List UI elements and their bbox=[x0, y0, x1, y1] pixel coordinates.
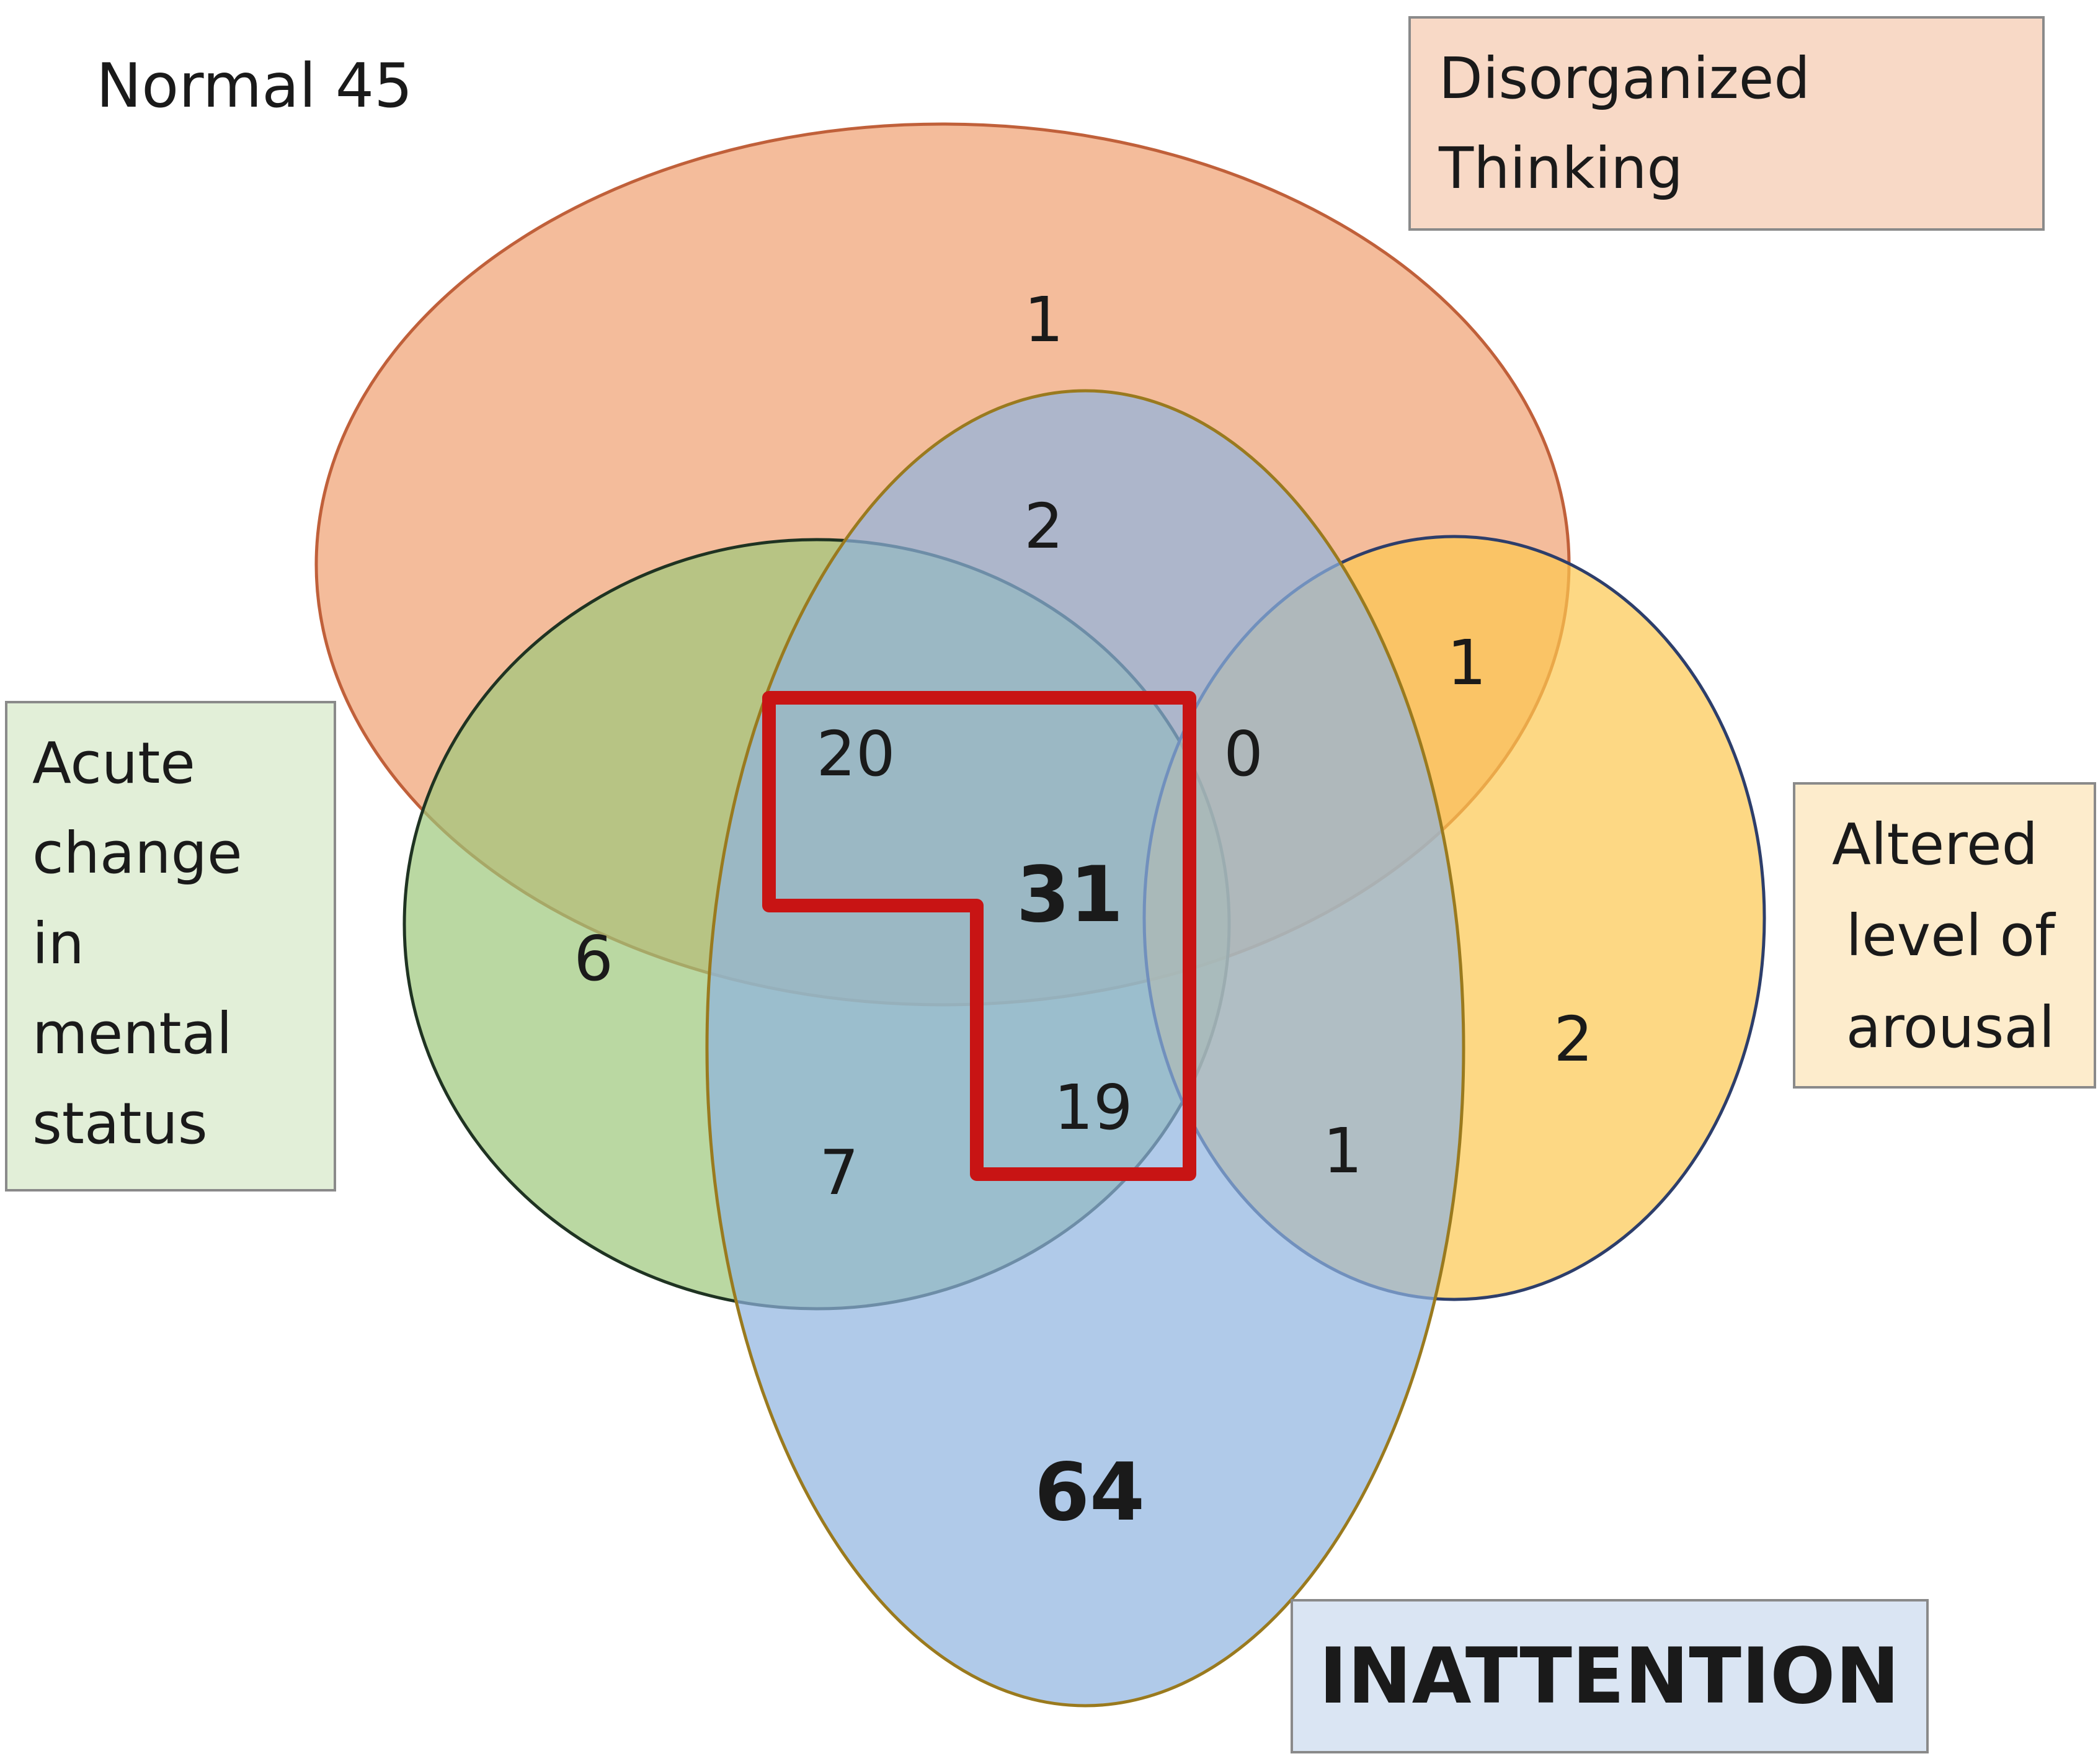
region-count-acute-only: 6 bbox=[574, 922, 613, 995]
region-count-acute-inattention: 7 bbox=[819, 1136, 859, 1209]
altered-arousal-label-box: Altered level of arousal bbox=[1793, 782, 2096, 1089]
region-count-disorganized-altered: 1 bbox=[1447, 626, 1487, 699]
region-count-altered-only: 2 bbox=[1553, 1003, 1593, 1076]
acute-label-line-4: mental bbox=[32, 1000, 233, 1067]
altered-label-line-2: level of bbox=[1846, 902, 2056, 969]
disorganized-thinking-label-box: Disorganized Thinking bbox=[1408, 16, 2045, 231]
region-count-all-four: 31 bbox=[1016, 850, 1124, 940]
acute-label-line-2: change bbox=[32, 820, 242, 886]
region-count-acute-disorganized-inattention: 20 bbox=[816, 718, 895, 790]
acute-label-line-3: in bbox=[32, 911, 84, 977]
disorganized-label-line-1: Disorganized bbox=[1439, 45, 1810, 112]
delirium-highlight-outline bbox=[762, 691, 1196, 1181]
acute-label-line-5: status bbox=[32, 1090, 208, 1157]
region-count-inattention-altered: 1 bbox=[1323, 1115, 1362, 1187]
inattention-label: INATTENTION bbox=[1319, 1632, 1900, 1721]
altered-label-line-3: arousal bbox=[1846, 994, 2055, 1061]
disorganized-label-line-2: Thinking bbox=[1438, 135, 1683, 202]
region-count-inattention-only: 64 bbox=[1034, 1446, 1145, 1539]
inattention-set bbox=[705, 389, 1465, 1708]
region-count-acute-inattention-altered: 19 bbox=[1054, 1071, 1132, 1144]
altered-label-line-1: Altered bbox=[1832, 811, 2038, 878]
region-count-disorganized-inattention-altered: 0 bbox=[1224, 718, 1263, 790]
normal-count-label: Normal 45 bbox=[96, 51, 412, 122]
region-count-disorganized-only: 1 bbox=[1024, 283, 1064, 356]
region-count-disorganized-inattention: 2 bbox=[1024, 490, 1064, 563]
acute-change-label-box: Acute change in mental status bbox=[5, 701, 336, 1192]
inattention-label-box: INATTENTION bbox=[1291, 1599, 1929, 1753]
acute-label-line-1: Acute bbox=[32, 730, 195, 796]
